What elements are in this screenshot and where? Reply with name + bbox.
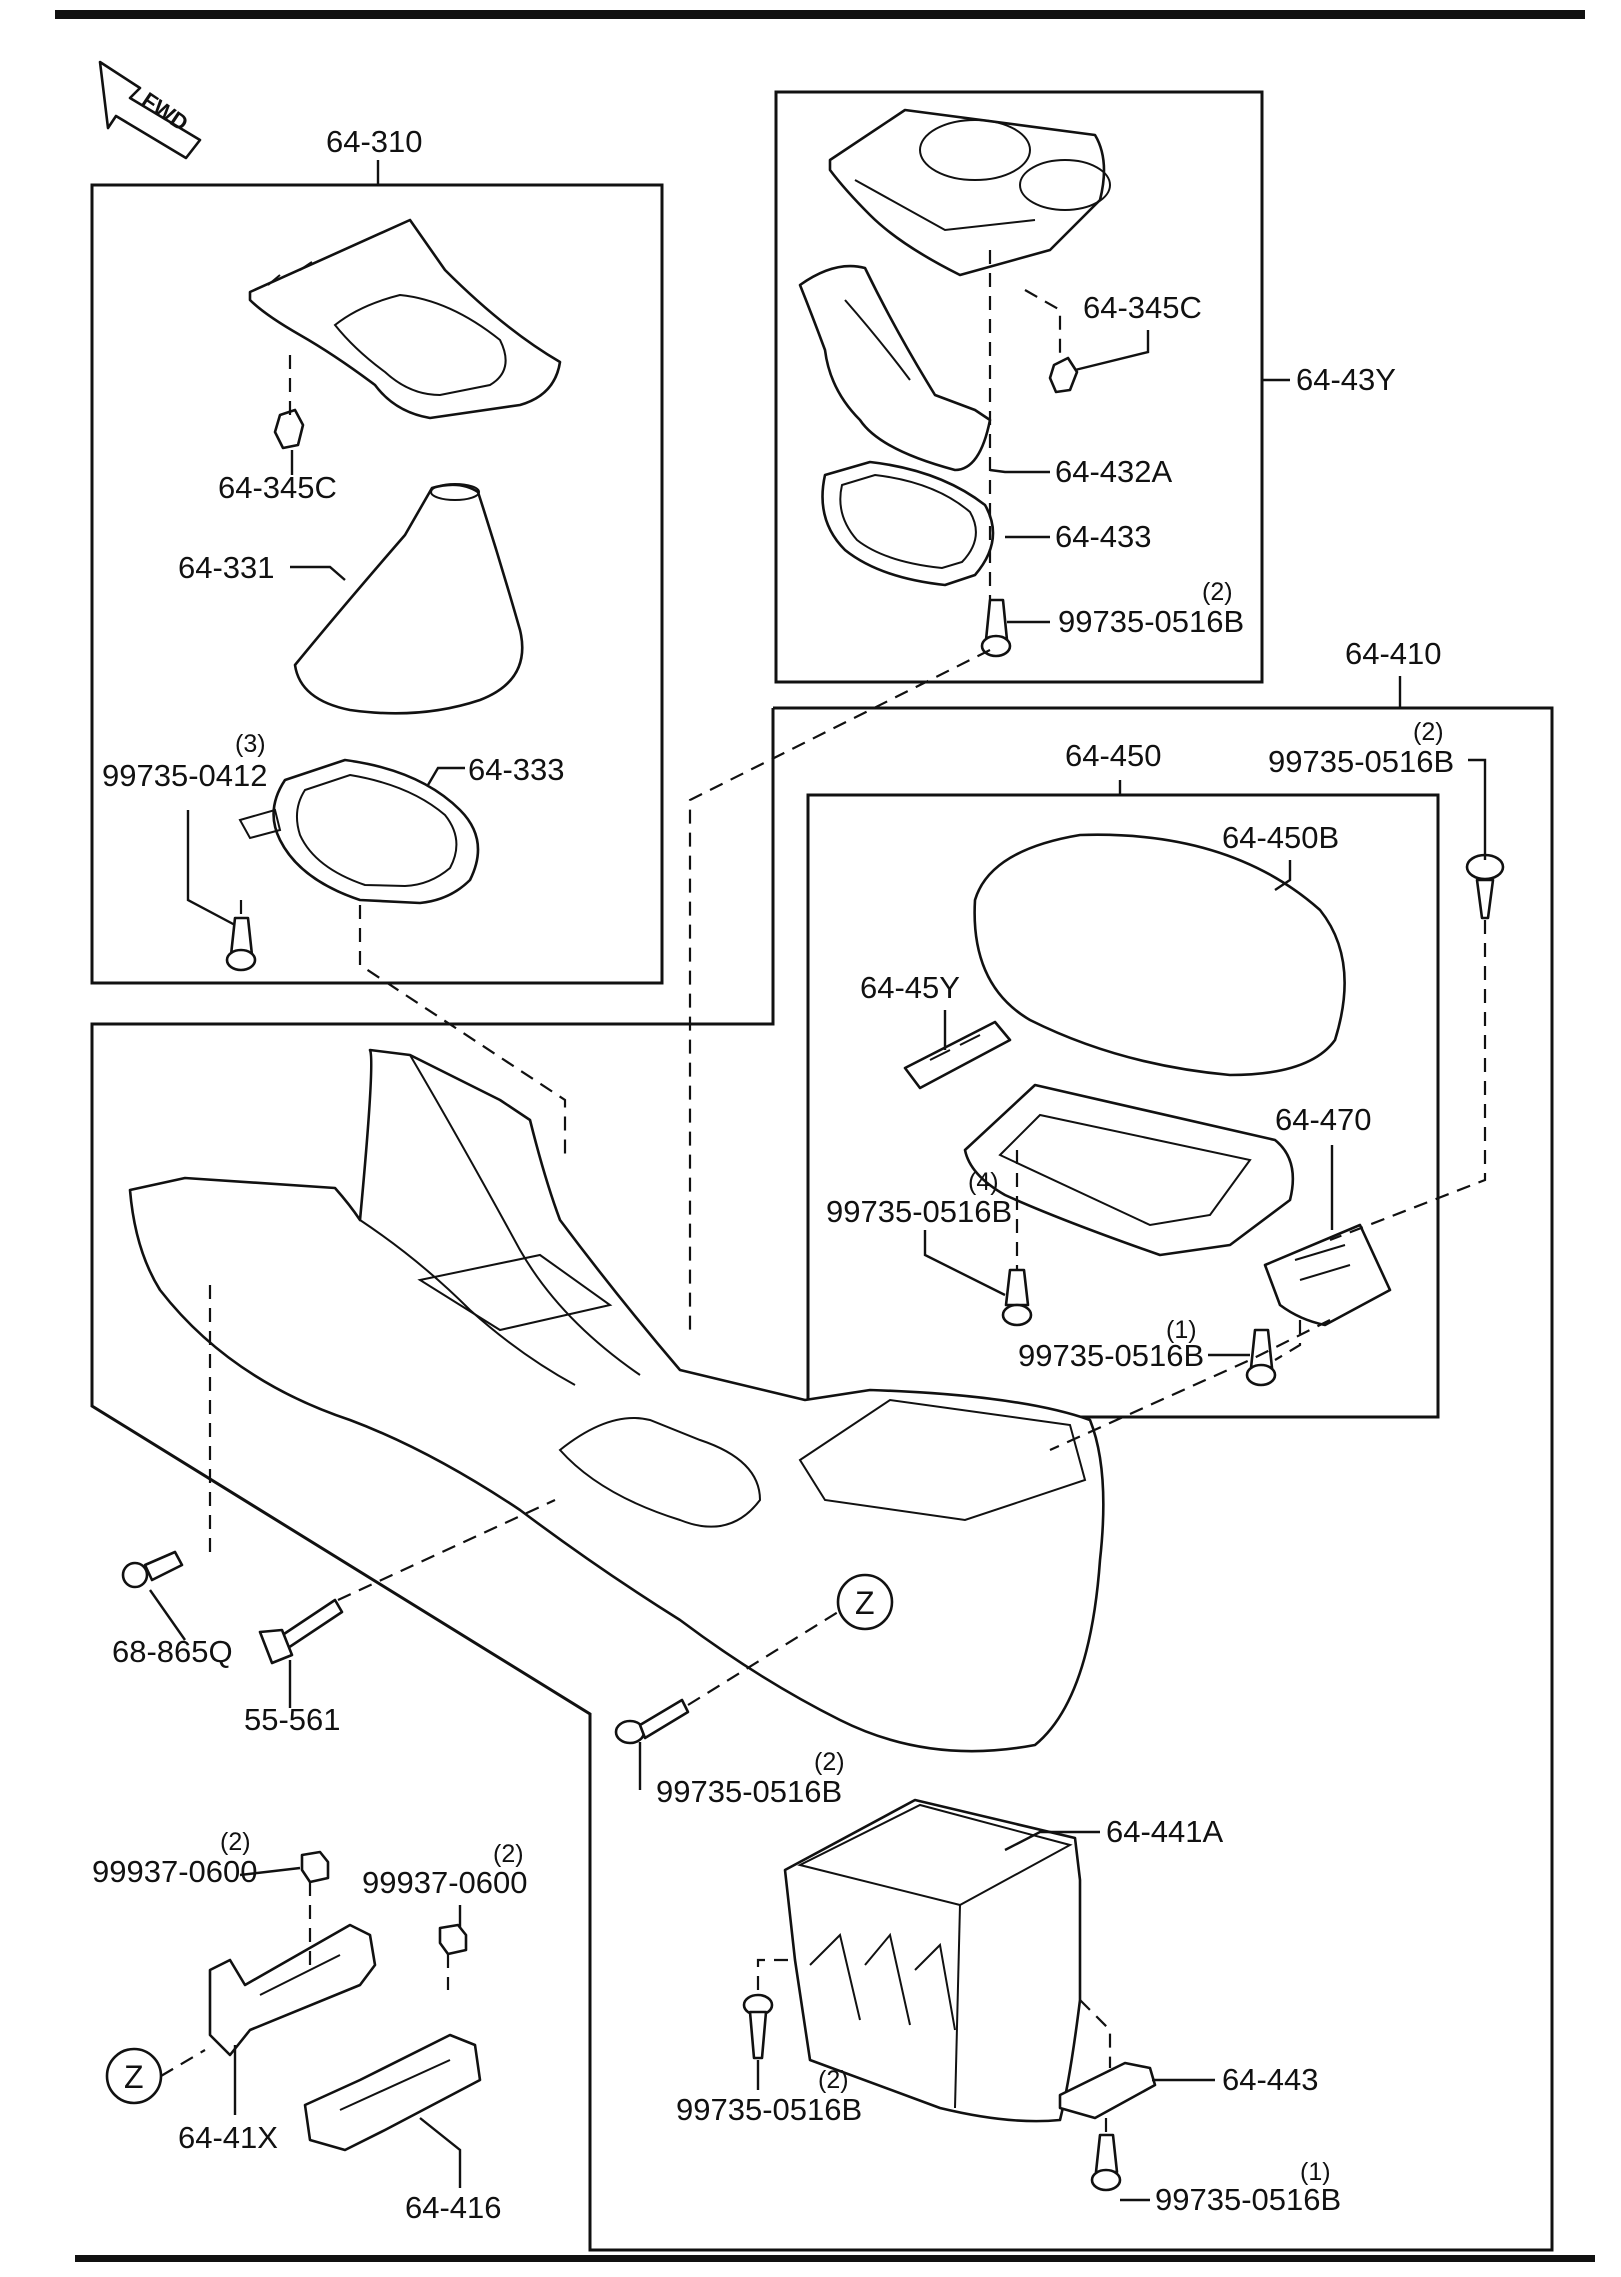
marker-z-upper-label: Z — [855, 1585, 875, 1621]
marker-z-lower-label: Z — [124, 2059, 144, 2095]
nut-99937-a — [300, 1850, 330, 1884]
lid-base-part — [963, 1083, 1295, 1257]
label-64-410: 64-410 — [1345, 636, 1442, 671]
qty-99735-0412: (3) — [235, 730, 266, 758]
qty-99735-bin: (2) — [818, 2066, 849, 2094]
clip-68-865q — [121, 1550, 184, 1589]
label-64-41x: 64-41X — [178, 2120, 278, 2155]
label-64-345c-left: 64-345C — [218, 470, 337, 505]
qty-99735-clip: (1) — [1300, 2158, 1331, 2186]
qty-99735-bracket: (1) — [1166, 1316, 1197, 1344]
leader-lines — [149, 160, 1487, 2202]
armrest-pad-64-450b — [973, 833, 1346, 1077]
bottom-rule — [75, 2255, 1595, 2262]
label-64-45y: 64-45Y — [860, 970, 960, 1005]
screw-99735-bracket — [1245, 1328, 1277, 1387]
group-box-64-450 — [806, 793, 1440, 1419]
label-99735-front: 99735-0516B — [656, 1774, 842, 1809]
bracket-64-470 — [1263, 1223, 1392, 1327]
qty-99735-top: (2) — [1202, 578, 1233, 606]
boot-ring-64-333 — [238, 758, 480, 905]
label-64-441a: 64-441A — [1106, 1814, 1224, 1849]
marker-z-upper: Z — [836, 1573, 894, 1631]
hinge-64-45y — [903, 1020, 1012, 1090]
label-64-416: 64-416 — [405, 2190, 502, 2225]
label-99735-lid: 99735-0516B — [826, 1194, 1012, 1229]
label-99937-b: 99937-0600 — [362, 1865, 528, 1900]
label-64-450b: 64-450B — [1222, 820, 1339, 855]
screw-99735-right — [1465, 853, 1505, 920]
cup-holder-panel-part — [828, 108, 1111, 277]
label-64-450: 64-450 — [1065, 738, 1162, 773]
label-64-310: 64-310 — [326, 124, 423, 159]
label-64-433: 64-433 — [1055, 519, 1152, 554]
ring-64-433 — [821, 460, 995, 587]
boot-64-432a — [798, 264, 992, 472]
qty-99735-right: (2) — [1413, 718, 1444, 746]
shift-bezel-part — [248, 218, 562, 420]
label-64-432a: 64-432A — [1055, 454, 1173, 489]
assembly-lines — [160, 250, 1487, 2135]
screw-99735-clip — [1090, 2133, 1122, 2192]
fwd-arrow-icon: FWD — [98, 60, 202, 160]
label-99735-right: 99735-0516B — [1268, 744, 1454, 779]
storage-bin-64-441a — [783, 1798, 1082, 2123]
label-64-43y: 64-43Y — [1296, 362, 1396, 397]
label-64-470: 64-470 — [1275, 1102, 1372, 1137]
bracket-64-41x — [208, 1923, 377, 2057]
bracket-64-416 — [303, 2033, 482, 2152]
qty-99735-front: (2) — [814, 1748, 845, 1776]
label-68-865q: 68-865Q — [112, 1634, 233, 1669]
label-99735-bin: 99735-0516B — [676, 2092, 862, 2127]
qty-99735-lid: (4) — [968, 1168, 999, 1196]
qty-99937-a: (2) — [220, 1828, 251, 1856]
marker-z-lower: Z — [105, 2047, 163, 2105]
callout-labels: 64-310 64-345C 64-331 (3) 99735-0412 64-… — [92, 124, 1454, 2225]
screw-99735-lid — [1001, 1268, 1033, 1327]
label-64-345c-right: 64-345C — [1083, 290, 1202, 325]
screw-99735-front — [614, 1698, 690, 1745]
qty-99937-b: (2) — [493, 1840, 524, 1868]
group-box-64-410 — [90, 706, 1554, 2252]
clip-64-345c-left — [273, 408, 305, 450]
top-rule — [55, 10, 1585, 19]
bolt-55-561 — [258, 1598, 344, 1665]
screw-99735-top — [980, 598, 1012, 658]
label-64-333: 64-333 — [468, 752, 565, 787]
label-64-443: 64-443 — [1222, 2062, 1319, 2097]
label-99735-bracket: 99735-0516B — [1018, 1338, 1204, 1373]
group-box-64-43y — [774, 90, 1264, 684]
screw-99735-0412 — [225, 916, 257, 972]
screw-99735-bin — [742, 1993, 774, 2060]
nut-99937-b — [438, 1923, 468, 1956]
clip-64-443 — [1058, 2061, 1157, 2120]
label-99735-0412: 99735-0412 — [102, 758, 268, 793]
label-99937-a: 99937-0600 — [92, 1854, 258, 1889]
label-55-561: 55-561 — [244, 1702, 341, 1737]
label-64-331: 64-331 — [178, 550, 275, 585]
label-99735-top: 99735-0516B — [1058, 604, 1244, 639]
shift-boot-part — [293, 483, 524, 715]
label-99735-clip: 99735-0516B — [1155, 2182, 1341, 2217]
clip-64-345c-right — [1048, 356, 1079, 394]
